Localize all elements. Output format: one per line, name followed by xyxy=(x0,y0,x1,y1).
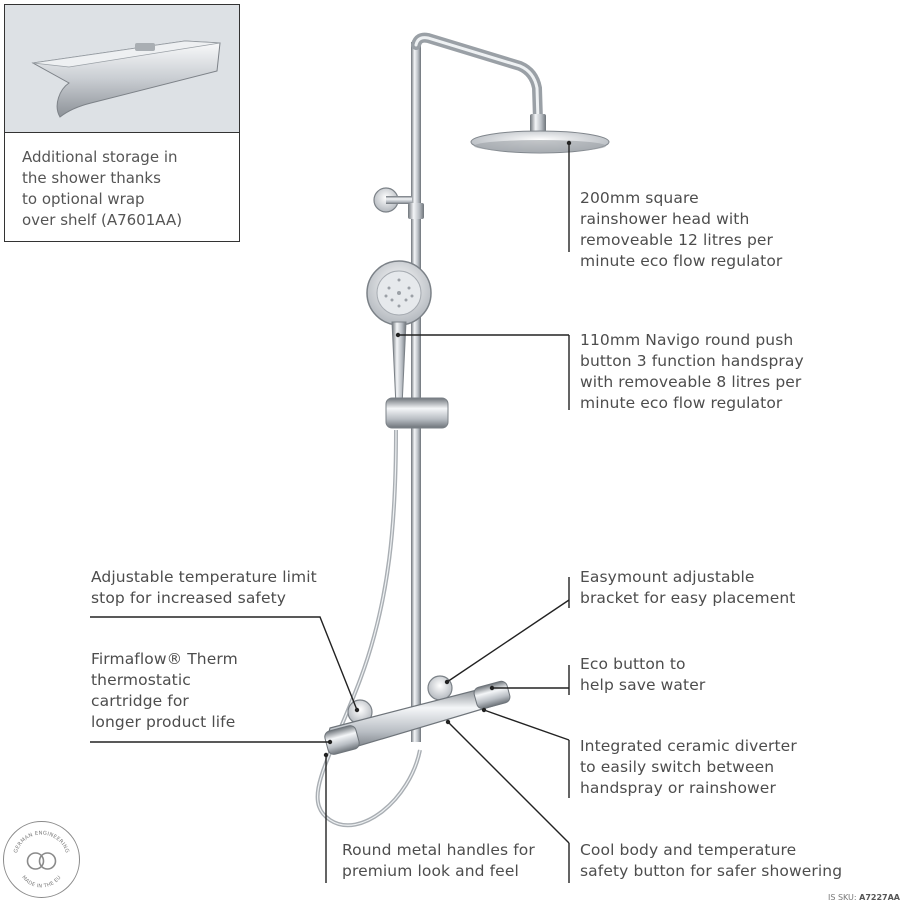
shelf-description: Additional storage in the shower thanks … xyxy=(22,148,183,229)
svg-text:GERMAN ENGINEERING: GERMAN ENGINEERING xyxy=(13,830,70,854)
rainshower-head-callout: 200mm square rainshower head with remove… xyxy=(580,189,783,270)
sku-value: A7227AA xyxy=(859,893,900,902)
shelf-inset: Additional storage in the shower thanks … xyxy=(4,4,240,242)
temperature-limit-callout: Adjustable temperature limit stop for in… xyxy=(91,568,317,607)
riser-rail xyxy=(411,42,421,742)
cool-body-callout: Cool body and temperature safety button … xyxy=(580,841,843,880)
firmaflow-cartridge-callout: Firmaflow® Therm thermostatic cartridge … xyxy=(91,650,238,731)
shelf-image xyxy=(5,5,239,133)
metal-handles-callout: Round metal handles for premium look and… xyxy=(342,841,535,880)
easymount-bracket-callout: Easymount adjustable bracket for easy pl… xyxy=(580,568,796,607)
german-engineering-badge: GERMAN ENGINEERING MADE IN THE EU xyxy=(3,821,80,898)
handspray-callout: 110mm Navigo round push button 3 functio… xyxy=(580,331,804,412)
badge-bottom-text: MADE IN THE EU xyxy=(20,875,62,890)
eco-button-callout: Eco button to help save water xyxy=(580,655,706,694)
ceramic-diverter-callout: Integrated ceramic diverter to easily sw… xyxy=(580,737,797,797)
sku-prefix: IS SKU: xyxy=(827,893,857,902)
sku-label: IS SKU: A7227AA xyxy=(828,893,900,902)
badge-top-text: GERMAN ENGINEERING xyxy=(13,830,70,854)
svg-text:MADE IN THE EU: MADE IN THE EU xyxy=(20,875,62,890)
